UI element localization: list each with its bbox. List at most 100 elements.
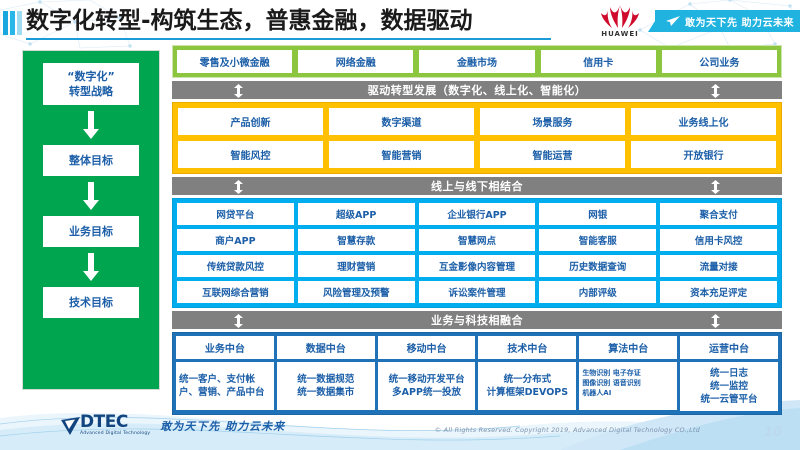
up-down-arrow-icon <box>234 179 243 198</box>
online-offline-item-1-2[interactable]: 智慧网点 <box>418 229 536 251</box>
divider-bar-3: 业务与科技相融合 <box>172 311 782 329</box>
transformation-section: 产品创新 数字渠道 场景服务 业务线上化 智能风控 智能营销 智能运营 开放银行 <box>172 102 782 174</box>
divider-bar-2: 线上与线下相结合 <box>172 177 782 195</box>
platform-column-5: 运营中台 统一日志 统一监控 统一云管平台 <box>680 336 778 411</box>
transformation-item-1-3[interactable]: 开放银行 <box>631 141 776 168</box>
transformation-row-0: 产品创新 数字渠道 场景服务 业务线上化 <box>178 108 776 135</box>
divider-bar-1: 驱动转型发展（数字化、线上化、智能化） <box>172 81 782 99</box>
business-line-3[interactable]: 信用卡 <box>540 50 656 73</box>
platform-body-4: 生物识别 电子存证 图像识别 语音识别 机器人AI <box>579 362 678 410</box>
header-banner: 敢为天下先 助力云未来 <box>655 10 800 32</box>
platform-head-5[interactable]: 运营中台 <box>680 336 778 359</box>
online-offline-item-1-1[interactable]: 智慧存款 <box>297 229 415 251</box>
platform-body-1: 统一数据规范 统一数据集市 <box>276 362 375 410</box>
main-content: 零售及小微金融 网络金融 金融市场 信用卡 公司业务 驱动转型发展（数字化、线上… <box>172 45 782 415</box>
dtec-wordmark: DTEC <box>80 412 128 432</box>
platform-head-3[interactable]: 技术中台 <box>478 336 577 359</box>
online-offline-item-1-0[interactable]: 商户APP <box>177 229 294 251</box>
dtec-tagline: Advanced Digital Technology <box>80 431 151 436</box>
online-offline-item-0-4[interactable]: 聚合支付 <box>660 203 777 225</box>
platform-head-1[interactable]: 数据中台 <box>276 336 375 359</box>
huawei-logo: HUAWEI <box>590 3 650 43</box>
up-down-arrow-icon <box>234 313 243 332</box>
online-offline-item-0-0[interactable]: 网贷平台 <box>177 203 294 225</box>
strategy-step-0[interactable]: “数字化”转型战略 <box>43 63 139 105</box>
up-down-arrow-icon <box>711 179 720 198</box>
up-down-arrow-icon <box>711 83 720 102</box>
online-offline-item-1-4[interactable]: 信用卡风控 <box>660 229 777 251</box>
up-down-arrow-icon <box>234 83 243 102</box>
page-number: 10 <box>763 425 782 440</box>
strategy-step-0-label: “数字化”转型战略 <box>67 70 115 98</box>
business-lines-row: 零售及小微金融 网络金融 金融市场 信用卡 公司业务 <box>172 45 782 78</box>
background-wave-decoration <box>0 400 800 450</box>
online-offline-item-2-3[interactable]: 历史数据查询 <box>539 255 657 277</box>
paper-plane-icon <box>665 15 681 27</box>
platforms-section: 业务中台 统一客户、支付帐户、营销、产品中台 数据中台 统一数据规范 统一数据集… <box>172 332 782 415</box>
online-offline-item-0-1[interactable]: 超级APP <box>297 203 415 225</box>
strategy-step-1[interactable]: 整体目标 <box>43 145 139 176</box>
platform-body-0: 统一客户、支付帐户、营销、产品中台 <box>176 362 274 410</box>
online-offline-item-2-0[interactable]: 传统贷款风控 <box>177 255 294 277</box>
down-arrow-icon <box>82 110 100 140</box>
title-underline <box>26 38 551 40</box>
online-offline-item-2-4[interactable]: 流量对接 <box>660 255 777 277</box>
footer-slogan: 敢为天下先 助力云未来 <box>160 419 286 433</box>
transformation-item-0-0[interactable]: 产品创新 <box>178 108 323 135</box>
online-offline-item-3-0[interactable]: 互联网综合营销 <box>177 281 294 303</box>
online-offline-row-3: 互联网综合营销 风险管理及预警 诉讼案件管理 内部评级 资本充足评定 <box>177 281 777 303</box>
huawei-flower-icon <box>601 5 639 28</box>
transformation-item-1-2[interactable]: 智能运营 <box>480 141 625 168</box>
strategy-step-2[interactable]: 业务目标 <box>43 216 139 247</box>
dtec-logo: DTEC Advanced Digital Technology 敢为天下先 助… <box>60 412 286 437</box>
transformation-item-1-0[interactable]: 智能风控 <box>178 141 323 168</box>
transformation-item-0-1[interactable]: 数字渠道 <box>329 108 474 135</box>
online-offline-row-0: 网贷平台 超级APP 企业银行APP 网银 聚合支付 <box>177 203 777 225</box>
online-offline-item-2-2[interactable]: 互金影像内容管理 <box>418 255 536 277</box>
slide-footer: DTEC Advanced Digital Technology 敢为天下先 助… <box>0 394 800 450</box>
down-arrow-icon <box>82 181 100 211</box>
online-offline-item-0-3[interactable]: 网银 <box>539 203 657 225</box>
divider-bar-1-label: 驱动转型发展（数字化、线上化、智能化） <box>367 84 587 97</box>
title-accent-bars <box>3 11 22 35</box>
online-offline-item-3-3[interactable]: 内部评级 <box>539 281 657 303</box>
online-offline-item-3-4[interactable]: 资本充足评定 <box>660 281 777 303</box>
online-offline-item-3-1[interactable]: 风险管理及预警 <box>297 281 415 303</box>
platform-column-0: 业务中台 统一客户、支付帐户、营销、产品中台 <box>176 336 274 411</box>
transformation-item-0-3[interactable]: 业务线上化 <box>631 108 776 135</box>
copyright-text: © All Rights Reserved. Copyright 2019, A… <box>434 426 700 434</box>
dtec-text-block: DTEC Advanced Digital Technology <box>80 412 151 437</box>
platform-head-4[interactable]: 算法中台 <box>579 336 678 359</box>
strategy-step-3[interactable]: 技术目标 <box>43 287 139 318</box>
platform-body-5: 统一日志 统一监控 统一云管平台 <box>680 362 778 411</box>
online-offline-row-1: 商户APP 智慧存款 智慧网点 智能客服 信用卡风控 <box>177 229 777 251</box>
online-offline-item-3-2[interactable]: 诉讼案件管理 <box>418 281 536 303</box>
transformation-row-1: 智能风控 智能营销 智能运营 开放银行 <box>178 141 776 168</box>
transformation-item-1-1[interactable]: 智能营销 <box>329 141 474 168</box>
divider-bar-3-label: 业务与科技相融合 <box>431 314 523 327</box>
platform-column-4: 算法中台 生物识别 电子存证 图像识别 语音识别 机器人AI <box>579 336 678 411</box>
platform-body-3: 统一分布式 计算框架DEVOPS <box>478 362 577 410</box>
dtec-mark-icon <box>60 416 82 436</box>
online-offline-item-2-1[interactable]: 理财营销 <box>297 255 415 277</box>
banner-text: 敢为天下先 助力云未来 <box>685 17 794 29</box>
platform-column-3: 技术中台 统一分布式 计算框架DEVOPS <box>478 336 577 411</box>
huawei-wordmark: HUAWEI <box>601 30 639 38</box>
business-line-2[interactable]: 金融市场 <box>419 50 535 73</box>
divider-bar-2-label: 线上与线下相结合 <box>431 180 523 193</box>
business-line-0[interactable]: 零售及小微金融 <box>177 50 293 73</box>
online-offline-row-2: 传统贷款风控 理财营销 互金影像内容管理 历史数据查询 流量对接 <box>177 255 777 277</box>
platform-head-0[interactable]: 业务中台 <box>176 336 274 359</box>
platform-head-2[interactable]: 移动中台 <box>377 336 476 359</box>
slide-header: 数字化转型-构筑生态，普惠金融，数据驱动 HUAWEI 敢为天下先 助力云未来 <box>0 0 800 44</box>
online-offline-item-0-2[interactable]: 企业银行APP <box>418 203 536 225</box>
business-line-4[interactable]: 公司业务 <box>661 50 778 73</box>
platform-column-2: 移动中台 统一移动开发平台 多APP统一投放 <box>377 336 476 411</box>
online-offline-item-1-3[interactable]: 智能客服 <box>539 229 657 251</box>
strategy-flow-column: “数字化”转型战略 整体目标 业务目标 技术目标 <box>22 50 160 390</box>
transformation-item-0-2[interactable]: 场景服务 <box>480 108 625 135</box>
online-offline-section: 网贷平台 超级APP 企业银行APP 网银 聚合支付 商户APP 智慧存款 智慧… <box>172 198 782 308</box>
platform-column-1: 数据中台 统一数据规范 统一数据集市 <box>276 336 375 411</box>
business-line-1[interactable]: 网络金融 <box>298 50 414 73</box>
